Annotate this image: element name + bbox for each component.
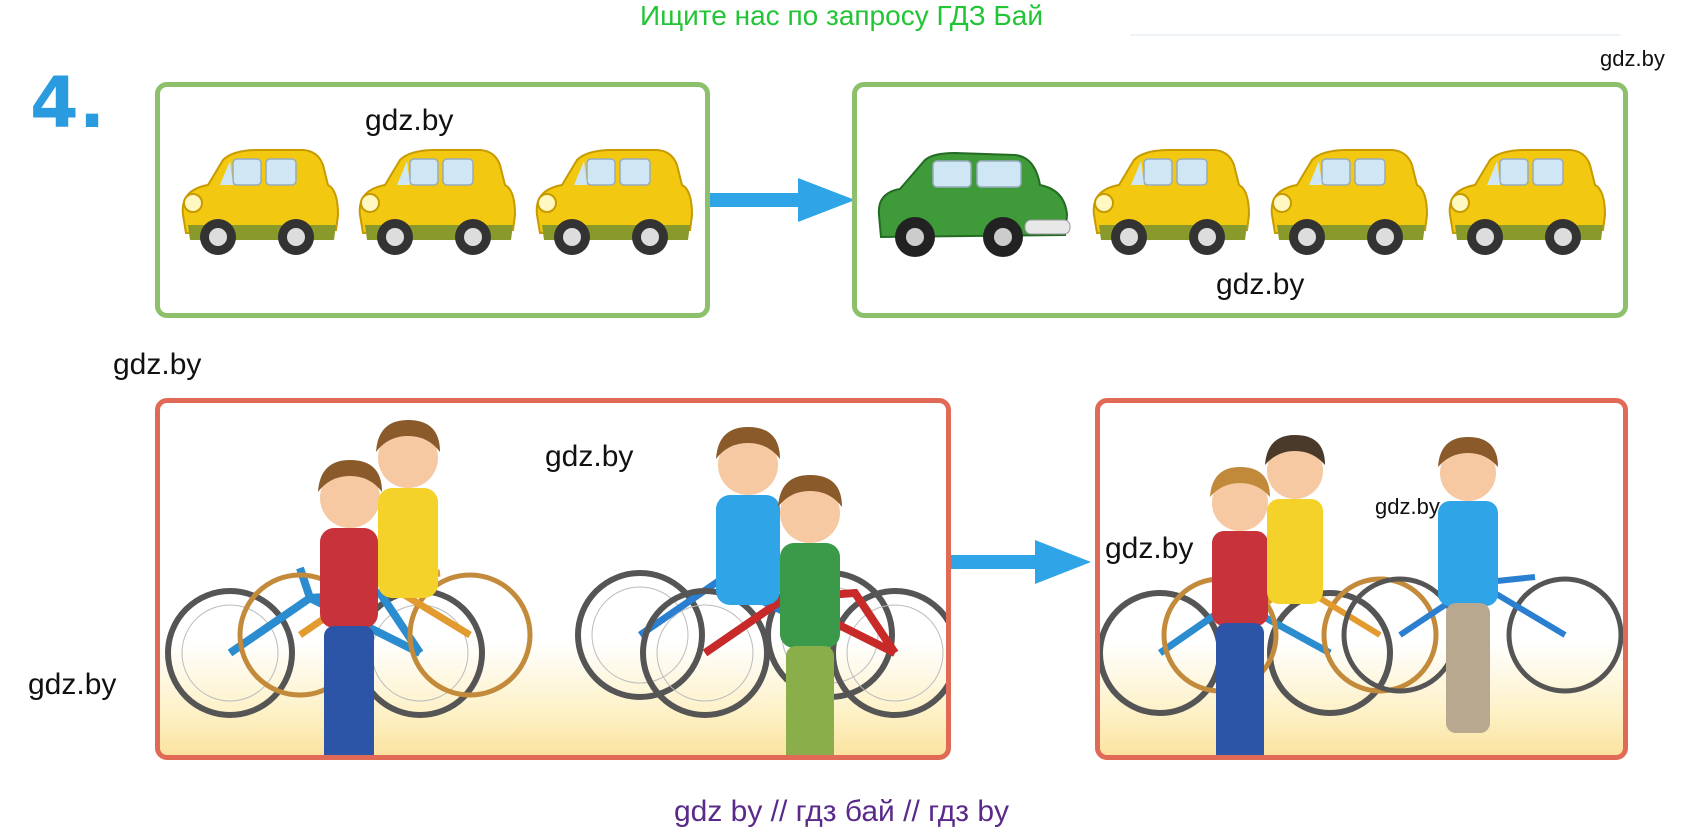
watermark: gdz.by (1105, 532, 1194, 565)
yellow-car-6 (1448, 149, 1606, 256)
boy-red-shirt (1210, 467, 1270, 755)
yellow-car-1 (181, 149, 339, 256)
boy-yellow-shirt (1265, 435, 1325, 604)
boy-yellow-shirt (376, 420, 440, 598)
boy-green-shirt (778, 475, 842, 755)
watermark: gdz.by (1600, 46, 1665, 71)
green-car (877, 151, 1071, 257)
divider-line (1130, 34, 1620, 36)
panel-cars-after (852, 82, 1628, 318)
watermark: gdz.by (1216, 268, 1305, 301)
yellow-car-5 (1270, 149, 1428, 256)
cars-after-illustration (877, 149, 1606, 257)
boy-blue-shirt (1438, 437, 1498, 733)
boy-blue-shirt (716, 427, 780, 605)
watermark: gdz.by (365, 104, 454, 137)
yellow-car-2 (358, 149, 516, 256)
yellow-car-3 (535, 149, 693, 256)
boys-before-illustration (160, 420, 946, 755)
panel-boys-before (155, 398, 951, 760)
watermark: gdz.by (28, 668, 117, 701)
watermark: gdz.by (545, 440, 634, 473)
watermark: gdz.by (113, 348, 202, 381)
yellow-car-4 (1092, 149, 1250, 256)
footer-links: gdz by // гдз бай // гдз by (673, 795, 1010, 828)
panel-boys-after (1095, 398, 1628, 760)
boys-after-illustration (1100, 435, 1623, 755)
panel-cars-before (155, 82, 710, 318)
arrow-right-icon (951, 540, 1091, 584)
watermark: gdz.by (1375, 494, 1440, 519)
search-banner: Ищите нас по запросу ГДЗ Бай (639, 0, 1044, 31)
task-number: 4. (30, 62, 106, 144)
boy-red-shirt (318, 460, 382, 755)
arrow-right-icon (710, 178, 855, 222)
